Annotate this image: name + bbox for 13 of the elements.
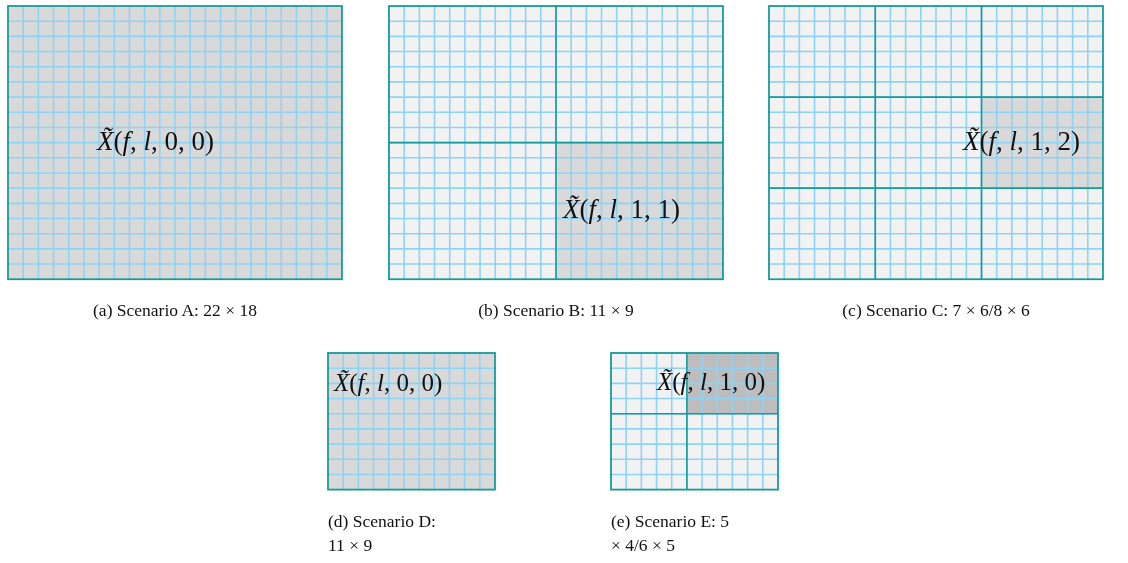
figure-caption: (b) Scenario B: 11 × 9 [477, 299, 635, 322]
grid-panel [389, 6, 723, 280]
figure-caption: (d) Scenario D: 11 × 9 [328, 510, 437, 557]
figure-caption: (e) Scenario E: 5 × 4/6 × 5 [611, 510, 731, 557]
figure-caption: (c) Scenario C: 7 × 6/8 × 6 [841, 299, 1031, 322]
grid-panel [611, 353, 778, 490]
formula-label: X̃(f, l, 0, 0) [97, 128, 215, 155]
grid-panel [328, 353, 495, 490]
grid-panel [8, 6, 342, 280]
formula-label: X̃(f, l, 0, 0) [334, 370, 443, 395]
formula-label: X̃(f, l, 1, 1) [563, 196, 680, 223]
figure-caption: (a) Scenario A: 22 × 18 [92, 299, 258, 322]
grid-panel [769, 6, 1103, 280]
